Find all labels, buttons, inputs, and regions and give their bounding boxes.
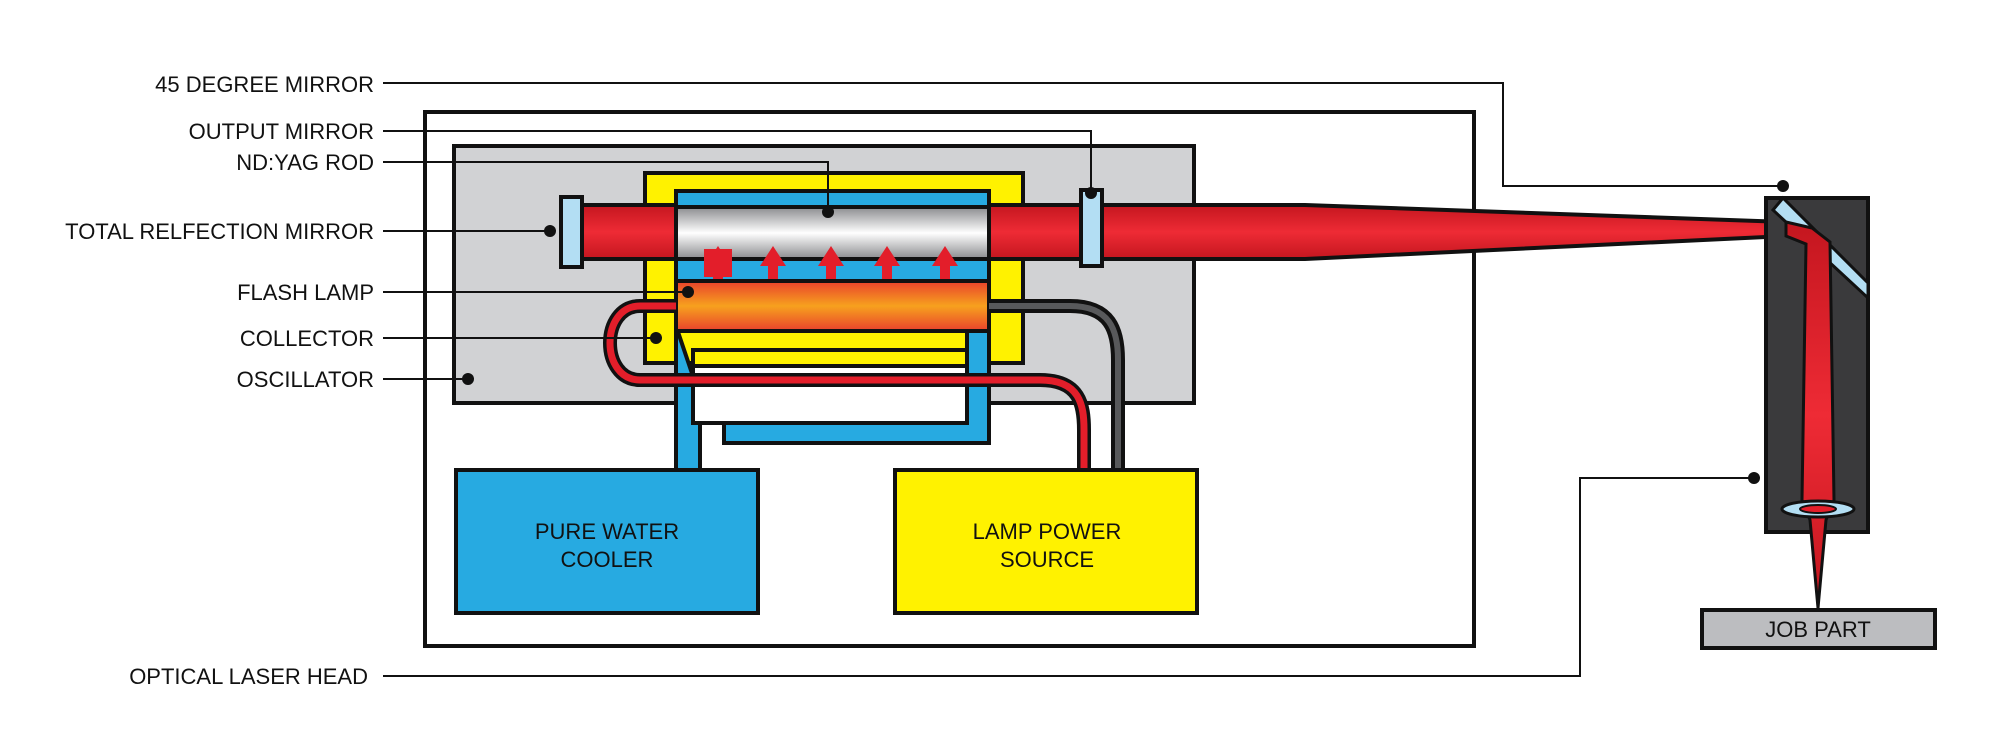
cooler-label-line2: COOLER (561, 547, 654, 572)
leader-rod (383, 161, 829, 212)
lamp-power-source (893, 468, 1199, 615)
pump-arrow-head-5 (932, 246, 958, 279)
collector-lower-yellow (691, 348, 969, 368)
label-collector: COLLECTOR (240, 326, 374, 351)
label-total-reflection-mirror: TOTAL RELFECTION MIRROR (65, 219, 374, 244)
flash-lamp (674, 279, 991, 333)
label-rod: ND:YAG ROD (236, 150, 374, 175)
leader-lines (383, 82, 1789, 677)
output-mirror (1079, 188, 1104, 268)
laser-beam-output (1100, 203, 1788, 261)
label-output-mirror: OUTPUT MIRROR (189, 119, 374, 144)
power-label-line1: LAMP POWER (973, 519, 1122, 544)
leader-output-mirror (383, 130, 1092, 193)
label-flash-lamp: FLASH LAMP (237, 280, 374, 305)
job-part-label: JOB PART (1765, 617, 1871, 642)
total-reflection-mirror (559, 195, 584, 269)
label-45-degree-mirror: 45 DEGREE MIRROR (155, 72, 374, 97)
cooler-label-line1: PURE WATER (535, 519, 679, 544)
leader-optical-laser-head (383, 477, 1754, 677)
job-part (1700, 608, 1937, 650)
coolant-chamber-top (674, 189, 991, 209)
pump-arrow-head-1 (705, 246, 731, 279)
power-label-line2: SOURCE (1000, 547, 1094, 572)
pure-water-cooler (454, 468, 760, 615)
pump-arrow-head-3 (818, 246, 844, 279)
label-oscillator: OSCILLATOR (237, 367, 374, 392)
pump-arrow-head-4 (874, 246, 900, 279)
pump-arrow-head-2 (760, 246, 786, 279)
label-optical-laser-head: OPTICAL LASER HEAD (129, 664, 368, 689)
leader-45-degree-mirror (383, 82, 1783, 187)
